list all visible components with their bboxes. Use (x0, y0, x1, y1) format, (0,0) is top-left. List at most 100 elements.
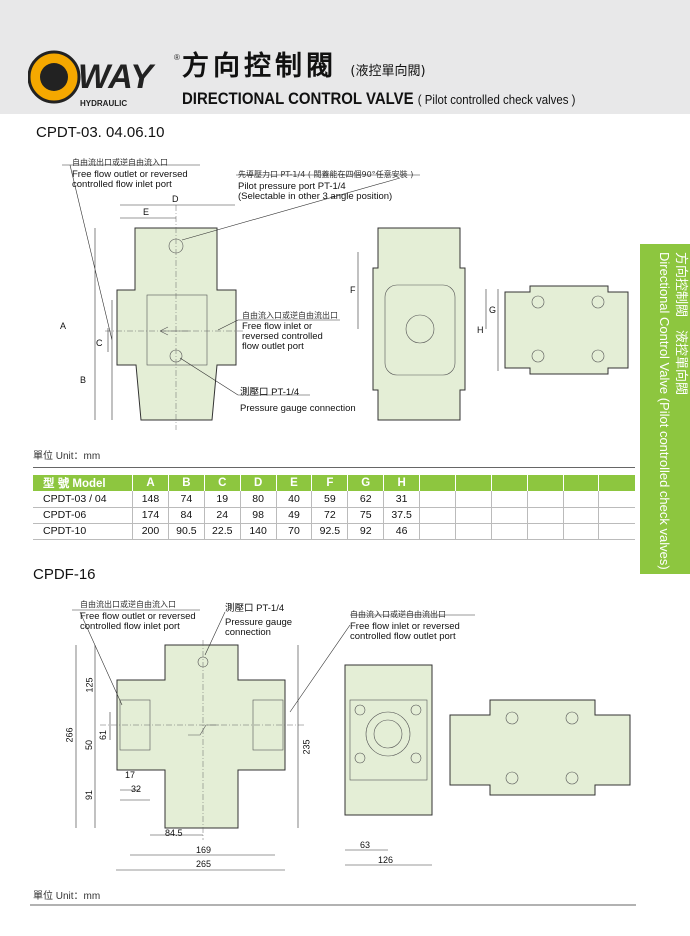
table-cell: 174 (132, 507, 169, 524)
table-cell: 37.5 (383, 507, 420, 524)
dim-126: 126 (378, 855, 394, 865)
table-header-cell: G (347, 475, 384, 491)
section-title-cpdf: CPDF-16 (33, 566, 96, 583)
table-cell: 49 (275, 507, 312, 524)
dim-50: 50 (84, 739, 95, 751)
table-cell (490, 491, 528, 508)
table-cell (490, 523, 528, 540)
dim-63: 63 (360, 840, 371, 850)
cpdf-dimension-lines (72, 609, 475, 871)
table-cell: 98 (239, 507, 277, 524)
dim-266: 266 (64, 727, 75, 743)
table-cell (526, 491, 564, 508)
page-header (0, 0, 690, 114)
pilot-label-zh: 先導壓力口 PT-1/4 ( 閥蓋能在四個90°任意安裝 ) (238, 170, 414, 179)
table-cell: 92 (347, 523, 384, 540)
table-cell: 80 (239, 491, 277, 508)
table-cell: 72 (311, 507, 348, 524)
dim-a: A (60, 321, 67, 331)
table-cell: 70 (275, 523, 312, 540)
table-cell (526, 523, 564, 540)
cpdt-front-view (105, 205, 245, 430)
table-header-cell: D (239, 475, 277, 491)
table-cell: 59 (311, 491, 348, 508)
table-cell (562, 523, 599, 540)
gauge-label-en: Pressure gauge connection (240, 403, 356, 414)
table-cell: 74 (167, 491, 205, 508)
inlet-label-zh: 自由流入口或逆自由流出口 (242, 311, 338, 320)
dim-265: 265 (196, 859, 212, 869)
dim-c: C (96, 338, 103, 348)
table-cell (419, 491, 456, 508)
table-cell (598, 507, 635, 524)
section-title-cpdt: CPDT-03. 04.06.10 (36, 124, 165, 141)
table-header-cell (419, 475, 456, 491)
table-header-cell (562, 475, 599, 491)
dim-b: B (80, 375, 87, 385)
dim-f: F (350, 285, 356, 295)
table-cell (454, 523, 492, 540)
table-cell (490, 507, 528, 524)
dim-17: 17 (125, 770, 136, 780)
table-cell: 90.5 (167, 523, 205, 540)
table-cell: 19 (203, 491, 241, 508)
table-cell: 75 (347, 507, 384, 524)
table-cell: 148 (132, 491, 169, 508)
dim-61: 61 (98, 729, 109, 741)
table-cell (419, 523, 456, 540)
table-cell (562, 491, 599, 508)
registered-mark: ® (174, 53, 180, 62)
dim-91: 91 (84, 789, 95, 801)
dim-d: D (172, 194, 179, 204)
unit-label-1: 單位 Unit：mm (33, 451, 101, 462)
table-cell (598, 491, 635, 508)
cpdt-dimension-lines (62, 164, 499, 420)
table-cell: 24 (203, 507, 241, 524)
table-cell (454, 491, 492, 508)
table-cell: CPDT-03 / 04 (33, 491, 133, 508)
cpdf-outlet-label-zh: 自由流出口或逆自由流入口 (80, 600, 176, 609)
title-en: DIRECTIONAL CONTROL VALVE ( Pilot contro… (182, 89, 576, 108)
cpdt-top-view (504, 285, 629, 375)
way-hydraulic-logo: WAY HYDRAULIC ® (27, 50, 188, 115)
dim-84-5: 84.5 (165, 828, 183, 838)
table-cell: 31 (383, 491, 420, 508)
dim-235: 235 (301, 739, 312, 755)
table-cell: CPDT-10 (33, 523, 133, 540)
title-zh: 方向控制閥 (液控單向閥) (182, 51, 426, 82)
logo-subtext: HYDRAULIC (80, 99, 127, 108)
table-cell: CPDT-06 (33, 507, 133, 524)
table-cell: 84 (167, 507, 205, 524)
table-cell: 200 (132, 523, 169, 540)
cpdt-side-view (372, 227, 466, 421)
table-header-cell: H (383, 475, 420, 491)
table-header-cell: F (311, 475, 348, 491)
table-cell (454, 507, 492, 524)
table-header-cell (526, 475, 564, 491)
cpdf-front-view (100, 640, 305, 840)
dim-125: 125 (84, 677, 95, 693)
pilot-label-en: Pilot pressure port PT-1/4(Selectable in… (238, 181, 393, 202)
cpdf-gauge-label-zh: 測壓口 PT-1/4 (225, 603, 285, 614)
dim-e: E (143, 207, 150, 217)
table-header-cell (598, 475, 635, 491)
table-cell (419, 507, 456, 524)
dim-169: 169 (196, 845, 212, 855)
gauge-label-zh: 測壓口 PT-1/4 (240, 387, 300, 398)
outlet-label-zh: 自由流出口或逆自由流入口 (72, 158, 168, 167)
unit-label-2: 單位 Unit：mm (33, 891, 101, 902)
table-cell: 40 (275, 491, 312, 508)
divider (33, 467, 635, 468)
cpdf-inlet-label-zh: 自由流入口或逆自由流出口 (350, 610, 446, 619)
table-header-cell (490, 475, 528, 491)
